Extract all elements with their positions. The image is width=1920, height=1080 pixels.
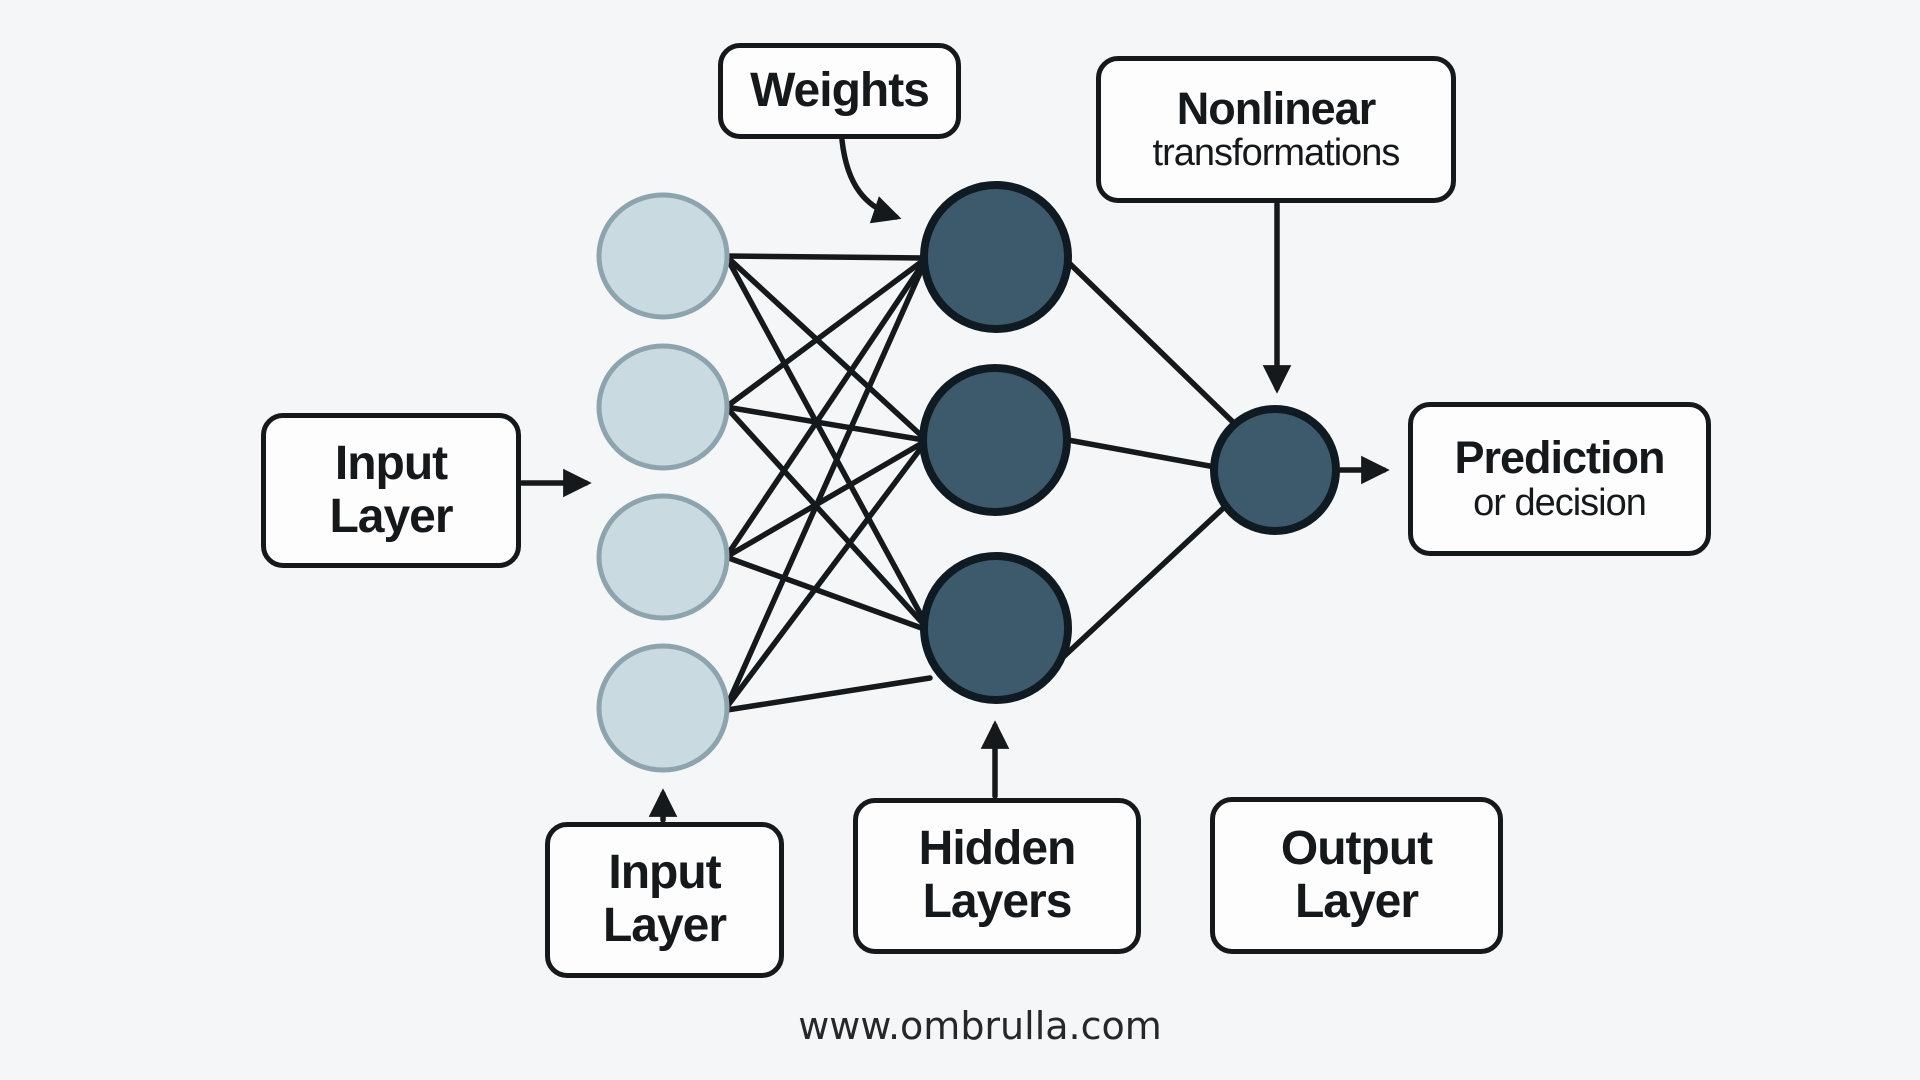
hidden-node-3: [920, 552, 1072, 704]
input-node-4: [596, 643, 730, 773]
input-node-2: [596, 343, 730, 471]
input-layer-bottom-line2: Layer: [602, 899, 727, 952]
weights-label-box: Weights: [718, 43, 961, 139]
input-to-hidden-edges: [723, 253, 933, 713]
output-layer-label-box: Output Layer: [1210, 797, 1503, 954]
prediction-line2: or decision: [1473, 481, 1647, 524]
hidden-layer-nodes: [919, 181, 1072, 704]
input-layer-side-line1: Input: [334, 436, 448, 490]
input-layer-nodes: [596, 192, 730, 773]
hidden-to-output-edges: [1057, 257, 1240, 663]
input-layer-bottom-line1: Input: [608, 846, 721, 900]
hidden-layers-label-box: Hidden Layers: [853, 798, 1141, 954]
website-text: www.ombrulla.com: [798, 1004, 1162, 1048]
output-node: [1210, 405, 1340, 535]
prediction-label-box: Prediction or decision: [1408, 402, 1711, 556]
hidden-node-2: [919, 364, 1071, 516]
hidden-node-1: [920, 181, 1072, 333]
input-layer-bottom-label-box: Input Layer: [545, 822, 784, 978]
nonlinear-label-line1: Nonlinear: [1176, 82, 1377, 134]
input-layer-side-line2: Layer: [329, 489, 453, 543]
weights-arrow: [839, 137, 902, 224]
nonlinear-transformations-label-box: Nonlinear transformations: [1096, 56, 1456, 203]
prediction-line1: Prediction: [1454, 432, 1665, 484]
input-node-1: [596, 192, 730, 320]
weights-label: Weights: [750, 63, 930, 117]
output-layer-line2: Layer: [1294, 874, 1419, 928]
output-layer-line1: Output: [1280, 821, 1433, 875]
input-layer-side-label-box: Input Layer: [261, 413, 521, 568]
input-node-3: [596, 493, 730, 621]
nonlinear-label-line2: transformations: [1152, 132, 1401, 175]
hidden-layers-line2: Layers: [922, 875, 1073, 928]
annotation-arrows: [519, 137, 1390, 823]
hidden-layers-line1: Hidden: [918, 822, 1077, 876]
